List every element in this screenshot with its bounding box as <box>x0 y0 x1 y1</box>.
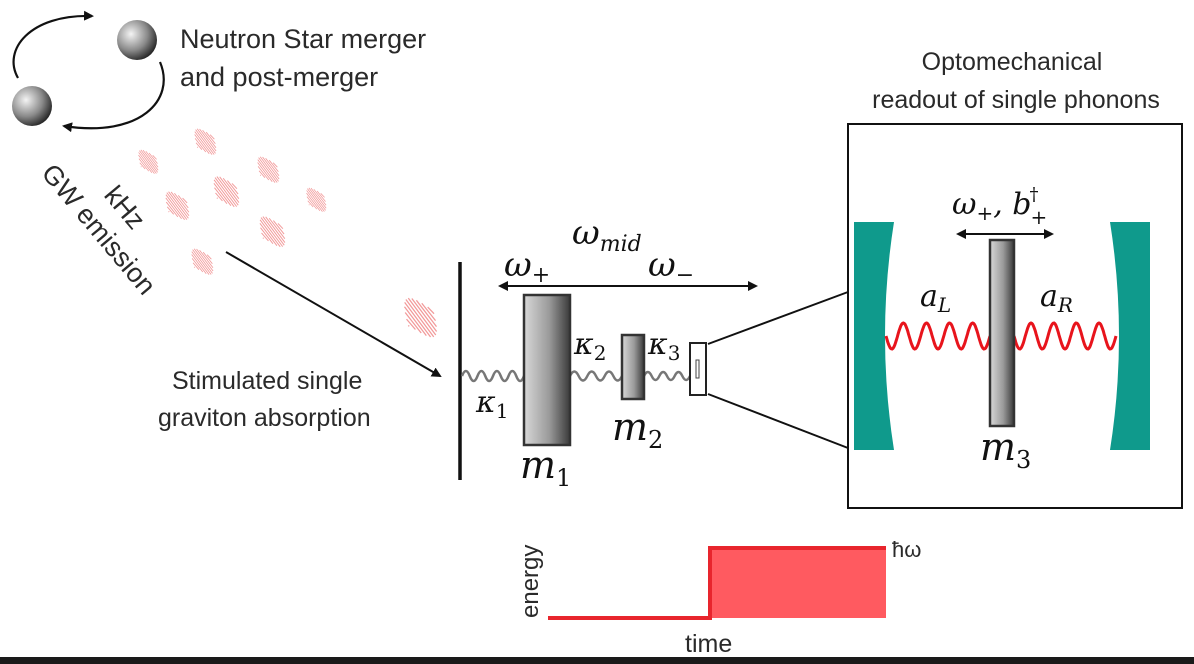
zoom-line-lower <box>707 393 849 449</box>
gw-packet-hatch <box>165 191 190 220</box>
omega-minus-label: ω− <box>648 245 694 288</box>
m2-label: m2 <box>612 405 663 454</box>
gw-packet-hatch <box>257 156 280 183</box>
absorption-line1: Stimulated single <box>172 367 362 395</box>
gw-propagation-arrow <box>225 251 442 378</box>
mass-m1 <box>522 293 572 447</box>
neutron-star-1 <box>117 20 157 60</box>
neutron-star-2 <box>12 86 52 126</box>
readout-title-line1: Optomechanical <box>922 48 1103 76</box>
gw-packet-hatch <box>306 187 327 212</box>
gw-packet-hatch <box>403 297 438 338</box>
gw-packet-hatch <box>138 149 159 174</box>
spring-kappa2 <box>568 370 624 382</box>
mass-m3-inner <box>695 359 700 379</box>
gw-packet <box>257 156 280 183</box>
membrane-m3 <box>988 238 1016 428</box>
readout-title-line2: readout of single phonons <box>872 86 1160 114</box>
gw-packet <box>213 176 240 208</box>
gw-packet-hatch <box>191 248 214 275</box>
gw-emission-line2: GW emission <box>36 158 162 300</box>
source-title-line1: Neutron Star merger <box>180 24 426 54</box>
binary-system <box>12 10 165 133</box>
aR-label: aR <box>1040 279 1073 317</box>
kappa1-label: κ1 <box>475 385 508 423</box>
energy-axis-label: energy <box>517 545 544 618</box>
gw-packet <box>259 216 286 248</box>
orbit-arrow-upper <box>12 10 94 79</box>
energy-step-line <box>548 546 886 620</box>
energy-fill <box>710 548 886 618</box>
spring-kappa1 <box>460 369 526 383</box>
aL-label: aL <box>920 279 951 317</box>
absorption-line2: graviton absorption <box>158 404 371 432</box>
spring-kappa3 <box>642 370 692 382</box>
gw-packet <box>165 191 190 220</box>
cavity-mirror-left <box>854 222 894 450</box>
optical-field-right <box>1012 321 1118 351</box>
time-axis-label: time <box>685 630 732 658</box>
orbit-arrow-lower <box>62 61 165 133</box>
cavity-mirror-right <box>1110 222 1150 450</box>
omega-b-label: ω+, b†+ <box>952 184 1047 229</box>
omega-mid-label: ωmid <box>572 213 642 257</box>
energy-level-label: ħω <box>892 537 921 562</box>
mass-m2 <box>620 333 646 401</box>
gw-packet <box>306 187 327 212</box>
gravitational-wave-packets <box>138 128 438 338</box>
m1-label: m1 <box>520 443 571 492</box>
m3-label: m3 <box>980 425 1031 474</box>
gw-packet <box>191 248 214 275</box>
zoom-line-upper <box>707 291 849 345</box>
optical-field-left <box>884 321 992 351</box>
gw-emission-label: kHz GW emission <box>36 158 162 300</box>
gw-packet-hatch <box>194 128 217 155</box>
kappa3-label: κ3 <box>647 327 680 365</box>
kappa2-label: κ2 <box>573 327 606 365</box>
gw-packet <box>138 149 159 174</box>
gw-packet-hatch <box>213 176 240 208</box>
source-title-line2: and post-merger <box>180 62 378 92</box>
bottom-border <box>0 657 1194 664</box>
gw-packet <box>194 128 217 155</box>
gw-packet <box>403 297 438 338</box>
omega-plus-label: ω+ <box>504 245 550 288</box>
gw-packet-hatch <box>259 216 286 248</box>
